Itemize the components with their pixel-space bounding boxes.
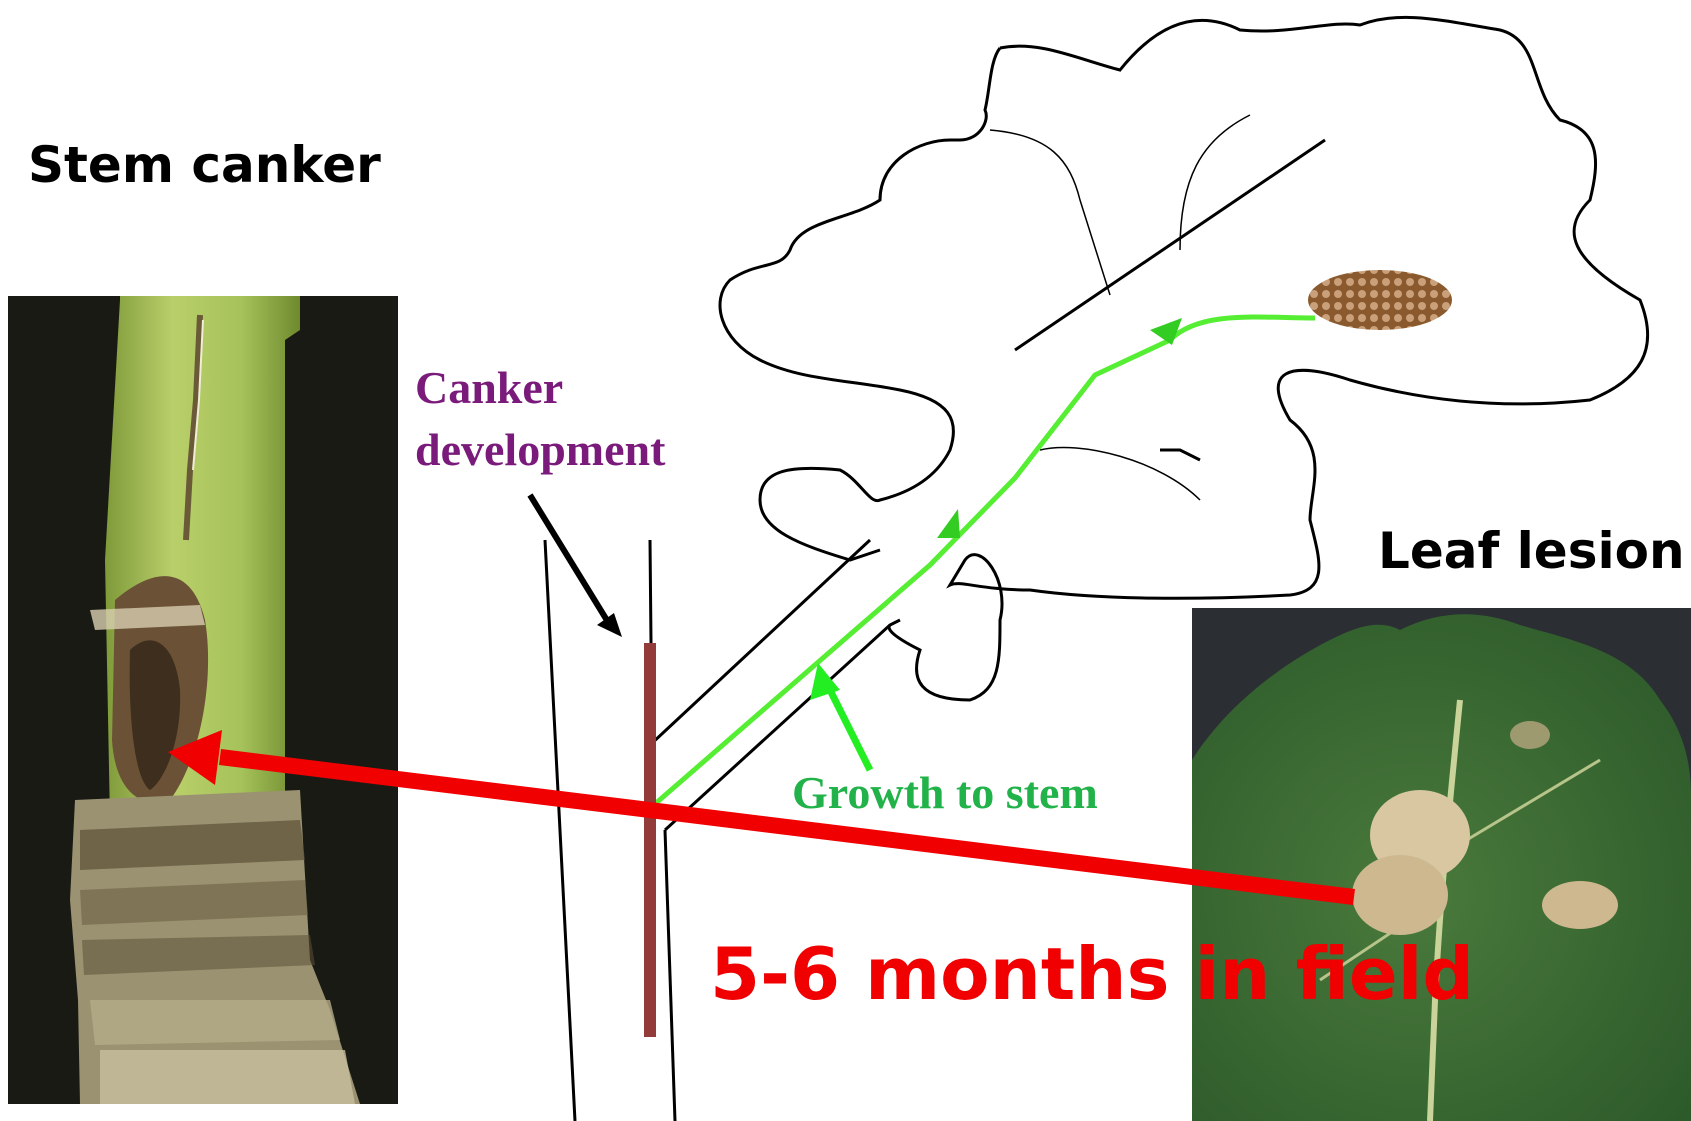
stem-canker-title: Stem canker (28, 136, 381, 194)
canker-development-label: Canker development (415, 357, 665, 481)
stem-canker-photo (8, 296, 398, 1104)
growth-pointer-line (825, 680, 870, 770)
leaf-lesion-title: Leaf lesion (1378, 522, 1685, 580)
stem-right-edge-lower (665, 830, 675, 1121)
leaf-outline (889, 17, 1648, 700)
stem-left-edge (545, 540, 575, 1121)
canker-bar (644, 643, 656, 1037)
canker-label-line2: development (415, 419, 665, 481)
growth-to-stem-label: Growth to stem (792, 766, 1098, 819)
leaf-lesion-spot (1308, 270, 1452, 330)
canker-label-line1: Canker (415, 357, 665, 419)
canker-pointer-line (530, 495, 608, 622)
leaf-lesion-photo (1192, 608, 1691, 1121)
growth-arrowhead-2 (937, 509, 960, 538)
duration-label: 5-6 months in field (710, 932, 1474, 1016)
canker-pointer-head (597, 613, 622, 637)
